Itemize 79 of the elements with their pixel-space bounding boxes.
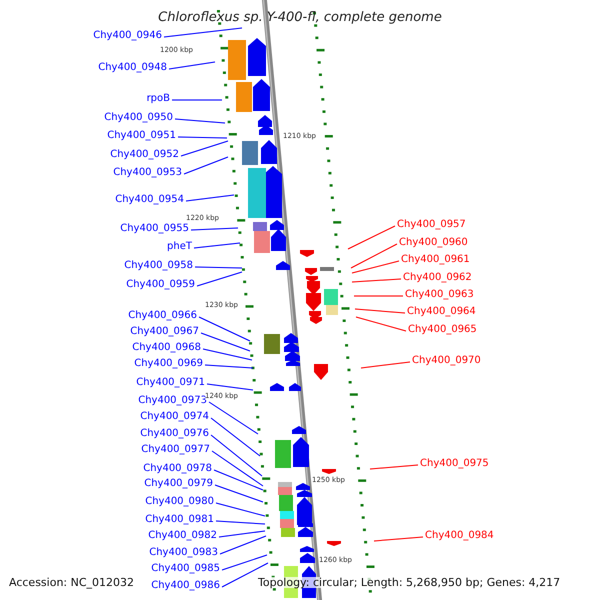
- gene-label: Chy400_0971: [136, 378, 205, 388]
- gene-label: Chy400_0980: [145, 497, 214, 507]
- gene-label: Chy400_0961: [401, 255, 470, 265]
- leader-line: [200, 332, 250, 352]
- leader-line: [218, 530, 266, 538]
- leader-line: [196, 272, 242, 286]
- gene-label: Chy400_0968: [132, 343, 201, 353]
- gene-label: Chy400_0952: [110, 150, 179, 160]
- gene-label: Chy400_0983: [149, 548, 218, 558]
- leader-line: [186, 194, 234, 202]
- gene-label: Chy400_0960: [399, 238, 468, 248]
- leader-line: [180, 140, 228, 156]
- gene-label: Chy400_0965: [408, 325, 477, 335]
- leader-line: [214, 484, 264, 502]
- gene-label: Chy400_0966: [128, 311, 197, 321]
- leader-line: [210, 418, 260, 456]
- leader-line: [216, 520, 266, 524]
- leader-line: [194, 242, 240, 248]
- leader-line: [222, 554, 268, 570]
- accession-text: Accession: NC_012032: [9, 577, 134, 588]
- gene-label: Chy400_0957: [397, 220, 466, 230]
- leader-line: [174, 118, 226, 124]
- leader-line: [216, 502, 266, 516]
- gene-label: Chy400_0958: [124, 261, 193, 271]
- gene-label: Chy400_0964: [407, 307, 476, 317]
- genome-info-text: Topology: circular; Length: 5,268,950 bp; Genes: 4,217: [258, 577, 560, 588]
- gene-label: rpoB: [146, 94, 170, 104]
- gene-label: Chy400_0963: [405, 290, 474, 300]
- leader-line: [190, 228, 238, 230]
- leader-line: [354, 308, 406, 314]
- gene-label: Chy400_0970: [412, 356, 481, 366]
- leader-line: [194, 266, 242, 268]
- leader-line: [206, 384, 254, 390]
- leader-line: [164, 28, 242, 38]
- gene-label: Chy400_0946: [93, 31, 162, 41]
- leader-line: [370, 464, 418, 470]
- leader-line: [208, 402, 258, 434]
- gene-label: Chy400_0979: [144, 479, 213, 489]
- title: Chloroflexus sp. Y-400-fl, complete genome: [157, 11, 443, 24]
- leader-line: [178, 136, 228, 138]
- leader-line: [184, 156, 228, 174]
- leader-line: [352, 260, 400, 274]
- leader-line: [352, 278, 402, 282]
- gene-label: Chy400_0974: [140, 412, 209, 422]
- leader-line: [168, 62, 216, 70]
- gene-label: Chy400_0976: [140, 429, 209, 439]
- gene-label: Chy400_0978: [143, 464, 212, 474]
- leader-line: [204, 364, 254, 368]
- gene-label: Chy400_0950: [104, 113, 173, 123]
- gene-label: Chy400_0977: [141, 445, 210, 455]
- leader-line: [356, 316, 406, 332]
- leader-line: [210, 434, 262, 476]
- gene-label: Chy400_0973: [138, 396, 207, 406]
- leader-line: [220, 536, 266, 554]
- gene-label: Chy400_0953: [113, 168, 182, 178]
- leader-line: [214, 470, 264, 490]
- gene-label: Chy400_0985: [151, 564, 220, 574]
- gene-label: Chy400_0967: [130, 327, 199, 337]
- leader-line: [202, 348, 252, 360]
- gene-label: Chy400_0959: [126, 280, 195, 290]
- leader-line: [360, 362, 410, 368]
- leader-line: [374, 536, 424, 542]
- gene-label: pheT: [167, 242, 192, 252]
- gene-label: Chy400_0951: [107, 131, 176, 141]
- gene-label: Chy400_0975: [420, 459, 489, 469]
- gene-label: Chy400_0986: [151, 581, 220, 591]
- gene-label: Chy400_0969: [134, 359, 203, 369]
- leader-line: [222, 562, 268, 588]
- gene-label: Chy400_0984: [425, 531, 494, 541]
- leader-line: [198, 316, 250, 342]
- gene-label: Chy400_0948: [98, 63, 167, 73]
- gene-label: Chy400_0962: [403, 273, 472, 283]
- gene-label: Chy400_0954: [115, 195, 184, 205]
- gene-label: Chy400_0982: [148, 531, 217, 541]
- gene-label: Chy400_0981: [145, 515, 214, 525]
- gene-label: Chy400_0955: [120, 224, 189, 234]
- leader-line: [348, 226, 396, 250]
- leader-line: [212, 450, 264, 486]
- leader-line: [350, 244, 398, 268]
